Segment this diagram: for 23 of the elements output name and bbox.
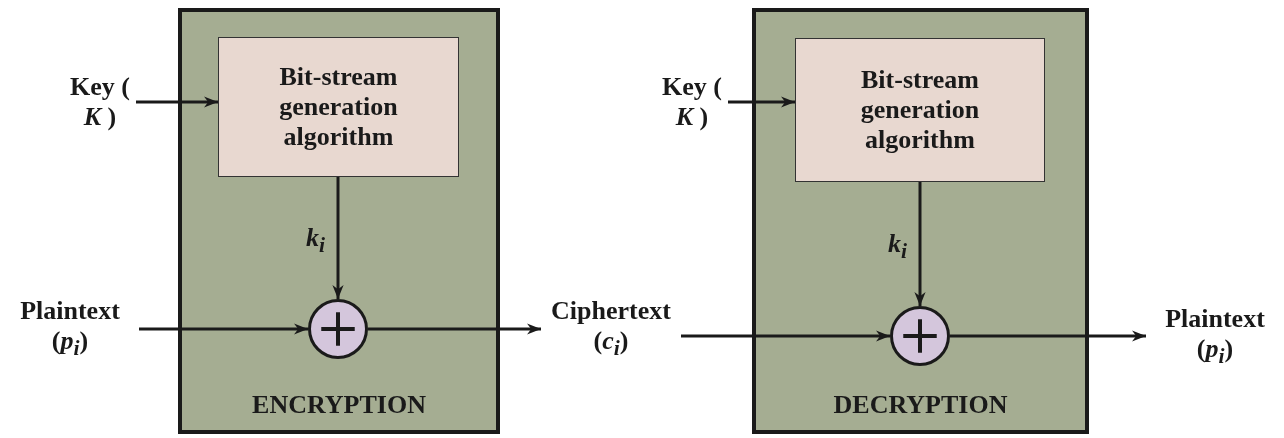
- io-label: Plaintext (p$_{i}$): [19, 296, 121, 363]
- io-label: Key ( K ): [661, 72, 723, 132]
- panel-title: ENCRYPTION: [251, 390, 427, 420]
- generator-box: [795, 38, 1045, 182]
- arrow: [914, 182, 926, 306]
- arrow: [950, 330, 1146, 342]
- box-text: Bit-stream generation algorithm: [278, 62, 399, 152]
- io-label: Ciphertext (c$_{i}$): [550, 296, 672, 363]
- arrow: [681, 330, 890, 342]
- io-label: Key ( K ): [69, 72, 131, 132]
- cipher-panel: [752, 8, 1089, 434]
- xor-circle: [890, 306, 950, 366]
- xor-circle: [308, 299, 368, 359]
- generator-box: [218, 37, 459, 177]
- arrow: [136, 96, 218, 108]
- arrow: [728, 96, 795, 108]
- cipher-panel: [178, 8, 500, 434]
- arrow: [332, 177, 344, 299]
- arrow: [368, 323, 541, 335]
- arrow: [139, 323, 308, 335]
- panel-title: DECRYPTION: [832, 390, 1009, 420]
- box-text: Bit-stream generation algorithm: [859, 65, 981, 155]
- io-label: Plaintext (p$_{i}$): [1164, 304, 1266, 371]
